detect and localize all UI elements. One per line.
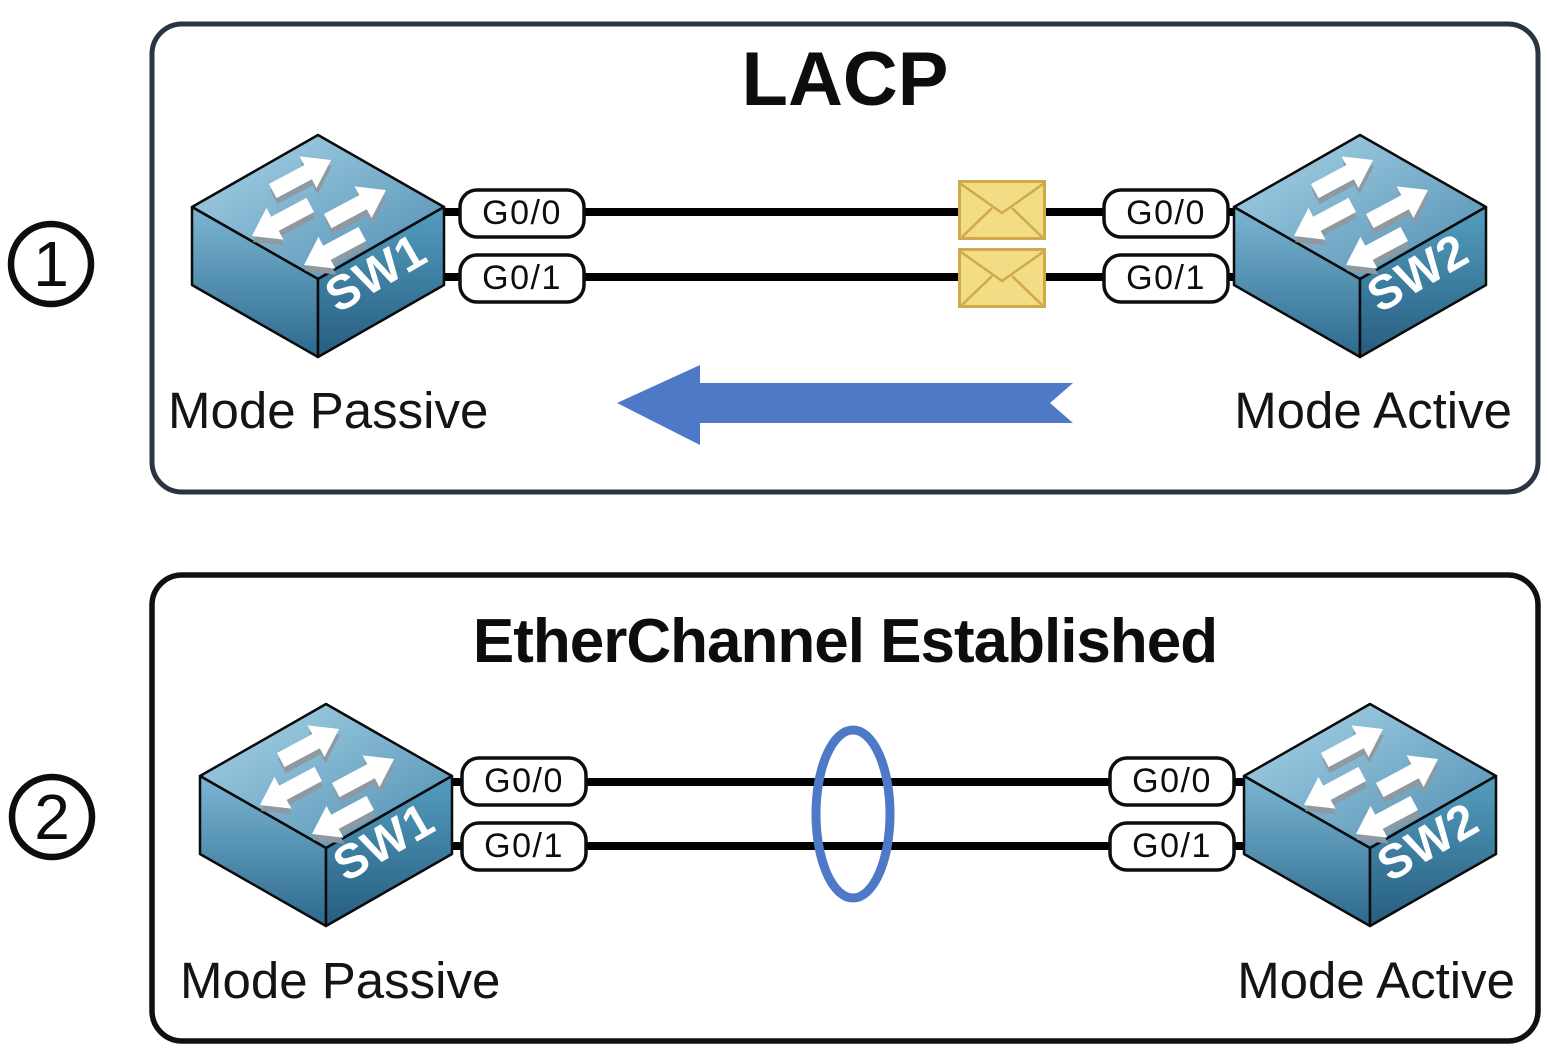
step-2-number: 2: [34, 781, 70, 853]
panel-1-border: [149, 21, 1541, 495]
port-label-box: [458, 253, 586, 304]
port-label-box: [1108, 821, 1236, 872]
panel-1-title: LACP: [742, 37, 949, 122]
port-label: G0/1: [1102, 253, 1230, 304]
lacpdu-envelope-icon: [958, 248, 1046, 308]
sw1-mode-label: Mode Passive: [168, 382, 488, 439]
sw2-mode-label: Mode Active: [1234, 382, 1512, 439]
panel-2-border: [149, 572, 1541, 1044]
port-label-text: G0/1: [484, 827, 564, 865]
panel-lacp: 1 LACP G0/0 G0/1 G0/0 G0/1 SW1 SW2: [7, 21, 1541, 495]
port-label: G0/0: [1102, 188, 1230, 239]
sw1-mode-label: Mode Passive: [180, 952, 500, 1009]
port-label: G0/1: [458, 253, 586, 304]
port-label-text: G0/1: [1132, 827, 1212, 865]
port-label-box: [1102, 188, 1230, 239]
port-label-text: G0/0: [484, 762, 564, 800]
port-label-box: [458, 188, 586, 239]
port-label: G0/0: [460, 756, 588, 807]
port-label-box: [460, 821, 588, 872]
panel-2-title: EtherChannel Established: [473, 607, 1217, 676]
port-label-text: G0/0: [482, 194, 562, 232]
panel-etherchannel: 2 EtherChannel Established G0/0 G0/1 G0/…: [8, 572, 1541, 1044]
port-label-box: [1108, 756, 1236, 807]
port-label-text: G0/0: [1126, 194, 1206, 232]
port-label: G0/1: [1108, 821, 1236, 872]
port-label: G0/0: [1108, 756, 1236, 807]
port-label-text: G0/1: [482, 259, 562, 297]
lacpdu-envelope-icon: [958, 180, 1046, 240]
sw2-mode-label: Mode Active: [1237, 952, 1515, 1009]
port-label-box: [460, 756, 588, 807]
port-label: G0/0: [458, 188, 586, 239]
lacp-direction-left-arrow-icon: [617, 365, 1073, 445]
step-2-badge: [8, 773, 96, 861]
port-label-text: G0/0: [1132, 762, 1212, 800]
port-label-text: G0/1: [1126, 259, 1206, 297]
step-1-number: 1: [33, 228, 69, 300]
etherchannel-bundle-ellipse-icon: [811, 725, 895, 903]
port-label-box: [1102, 253, 1230, 304]
port-label: G0/1: [460, 821, 588, 872]
step-1-badge: [7, 220, 95, 308]
